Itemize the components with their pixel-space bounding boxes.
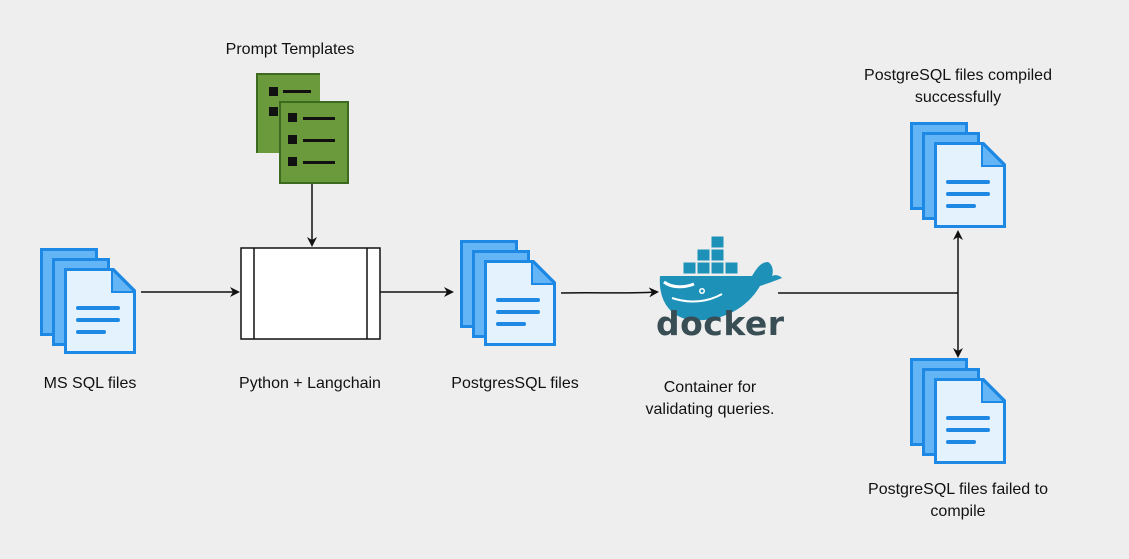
container-label: Container for validating queries. bbox=[630, 377, 790, 421]
ms-sql-files-label: MS SQL files bbox=[43, 375, 137, 392]
failed-label: PostgreSQL files failed to compile bbox=[848, 479, 1068, 523]
docker-whale-icon bbox=[659, 235, 782, 321]
python-langchain-process-box bbox=[240, 247, 381, 340]
compiled-label-line1: PostgreSQL files compiled bbox=[864, 67, 1052, 84]
docker-wordmark: docker bbox=[656, 304, 785, 343]
compiled-label: PostgreSQL files compiled successfully bbox=[848, 65, 1068, 109]
postgres-files-label: PostgresSQL files bbox=[451, 375, 579, 392]
prompt-templates-icon bbox=[256, 73, 349, 184]
postgres-files-icon bbox=[459, 239, 557, 347]
ms-sql-files-icon bbox=[39, 247, 137, 355]
prompt-templates-label: Prompt Templates bbox=[225, 41, 355, 58]
failed-label-line1: PostgreSQL files failed to bbox=[868, 481, 1048, 498]
arrow-postgres-to-docker bbox=[560, 287, 659, 298]
failed-files-icon bbox=[909, 357, 1007, 465]
compiled-label-line2: successfully bbox=[914, 89, 1002, 106]
connectors bbox=[141, 184, 963, 358]
python-langchain-label: Python + Langchain bbox=[239, 375, 381, 392]
container-label-line2: validating queries. bbox=[645, 401, 775, 418]
container-label-line1: Container for bbox=[663, 379, 757, 396]
compiled-files-icon bbox=[909, 121, 1007, 229]
failed-label-line2: compile bbox=[930, 503, 986, 520]
